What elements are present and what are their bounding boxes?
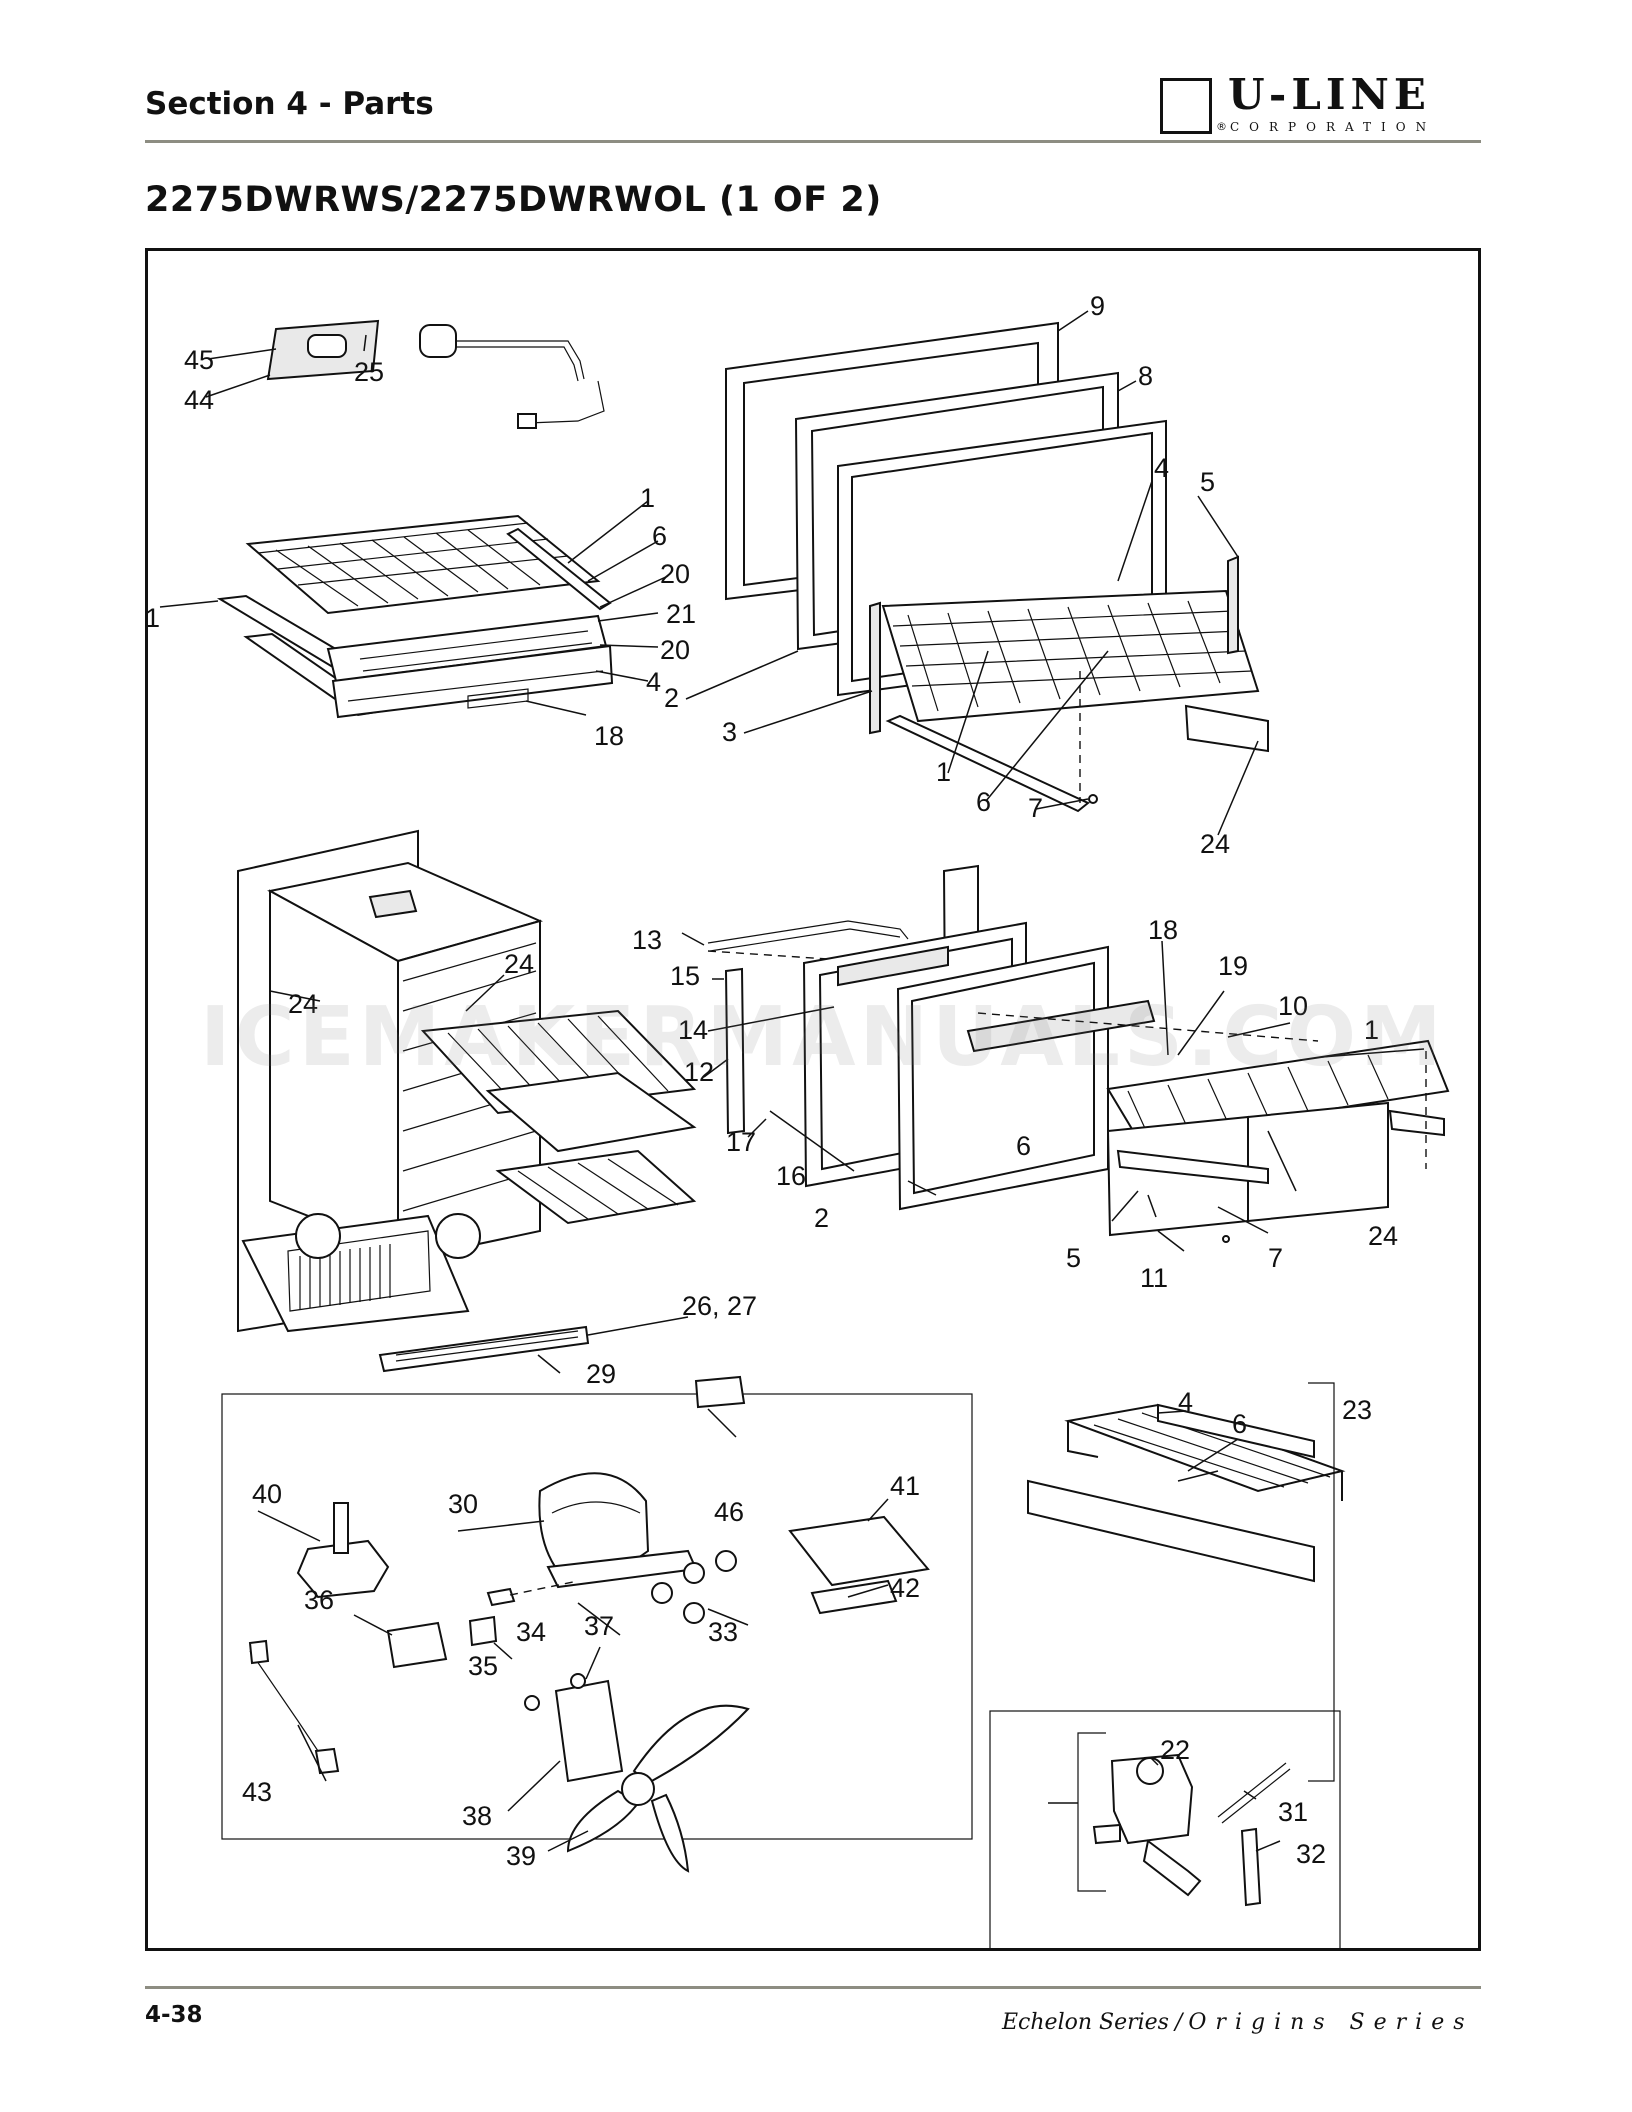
callout-36: 37 (584, 1611, 614, 1641)
callout-26-27: 26, 27 (682, 1291, 757, 1321)
callout-4b: 4 (1154, 453, 1169, 483)
series-primary: Echelon Series (1002, 2010, 1169, 2035)
callout-32: 33 (708, 1617, 738, 1647)
callout-25: 25 (354, 357, 384, 387)
diagram-frame (145, 248, 1481, 1951)
callout-20a: 20 (660, 559, 690, 589)
u-line-logo: U-LINE ® CORPORATION (1160, 70, 1480, 138)
callout-4a: 4 (646, 667, 661, 697)
callout-7b: 7 (1268, 1243, 1283, 1273)
callout-23: 23 (1342, 1395, 1372, 1425)
drawer-basket-drawing (1027, 1382, 1346, 1782)
drawer-door-drawing (707, 864, 1450, 1243)
callout-13: 13 (632, 925, 662, 955)
callout-44: 45 (184, 345, 214, 375)
footer-rule (145, 1986, 1481, 1989)
compressor-group-drawing (221, 1375, 973, 1873)
callout-9: 9 (1090, 291, 1105, 321)
callout-24b: 24 (504, 949, 534, 979)
callout-31: 32 (1296, 1839, 1326, 1869)
water-valve-group-drawing (989, 1710, 1341, 1948)
callout-40: 41 (890, 1471, 920, 1501)
callout-42: 43 (242, 1777, 272, 1807)
u-line-logo-mark-icon (1160, 78, 1212, 134)
callout-5a: 5 (1200, 467, 1215, 497)
page-title: 2275DWRWS/2275DWRWOL (1 OF 2) (145, 180, 882, 220)
callout-22: 22 (1160, 1735, 1190, 1765)
callout-1b: 1 (936, 757, 951, 787)
callout-29: 30 (448, 1489, 478, 1519)
callout-19: 19 (1218, 951, 1248, 981)
logo-registered-mark: ® (1216, 120, 1227, 133)
callout-10: 10 (1278, 991, 1308, 1021)
callout-7a: 7 (1028, 793, 1043, 823)
series-separator: / (1174, 2010, 1183, 2035)
callout-5b: 5 (1066, 1243, 1081, 1273)
callout-21b: 21 (148, 603, 160, 633)
callout-15: 15 (670, 961, 700, 991)
watermark: ICEMAKERMANUALS.COM (200, 990, 1446, 1085)
callout-6c: 6 (1016, 1131, 1031, 1161)
light-assembly-drawing (266, 319, 605, 429)
series-label: Echelon Series/Origins Series (1002, 2010, 1474, 2035)
callout-2b: 2 (814, 1203, 829, 1233)
callout-20b: 20 (660, 635, 690, 665)
callout-3: 3 (722, 717, 737, 747)
callout-leaders (159, 310, 1425, 1852)
header-rule (145, 140, 1481, 143)
logo-subtitle: CORPORATION (1230, 120, 1437, 134)
callout-21a: 21 (666, 599, 696, 629)
callout-17: 17 (726, 1127, 756, 1157)
callout-6a: 6 (652, 521, 667, 551)
callout-38: 39 (506, 1841, 536, 1871)
logo-name: U-LINE (1228, 70, 1431, 119)
callout-14: 14 (678, 1015, 708, 1045)
callout-30: 31 (1278, 1797, 1308, 1827)
page-number: 4-38 (145, 2002, 203, 2028)
callout-16: 16 (776, 1161, 806, 1191)
callout-45: 46 (714, 1497, 744, 1527)
callout-37: 38 (462, 1801, 492, 1831)
callout-41: 42 (890, 1573, 920, 1603)
callout-34: 35 (468, 1651, 498, 1681)
callout-6d: 6 (1232, 1409, 1247, 1439)
callout-1a: 1 (640, 483, 655, 513)
callout-4c: 4 (1178, 1387, 1193, 1417)
callout-labels: 45 44 25 1 6 20 21 20 4 21 18 9 8 4 5 2 … (148, 291, 1398, 1871)
section-title: Section 4 - Parts (145, 86, 434, 122)
exploded-parts-diagram: 45 44 25 1 6 20 21 20 4 21 18 9 8 4 5 2 … (148, 291, 1450, 1948)
callout-12: 12 (684, 1057, 714, 1087)
callout-43: 44 (184, 385, 214, 415)
callout-1c: 1 (1364, 1015, 1379, 1045)
callout-24d: 24 (1368, 1221, 1398, 1251)
callout-18a: 18 (594, 721, 624, 751)
callout-24a: 24 (1200, 829, 1230, 859)
callout-33: 34 (516, 1617, 546, 1647)
callout-35: 36 (304, 1585, 334, 1615)
callout-2a: 2 (664, 683, 679, 713)
callout-39: 40 (252, 1479, 282, 1509)
callout-6b: 6 (976, 787, 991, 817)
callout-11: 11 (1140, 1263, 1168, 1293)
callout-28: 29 (586, 1359, 616, 1389)
callout-18b: 18 (1148, 915, 1178, 945)
slide-shelf-drawing (216, 514, 614, 719)
callout-8: 8 (1138, 361, 1153, 391)
callout-24c: 24 (288, 989, 318, 1019)
cabinet-drawing (237, 829, 697, 1373)
door-shelf-drawing (725, 321, 1269, 813)
series-secondary: Origins Series (1188, 2010, 1474, 2035)
